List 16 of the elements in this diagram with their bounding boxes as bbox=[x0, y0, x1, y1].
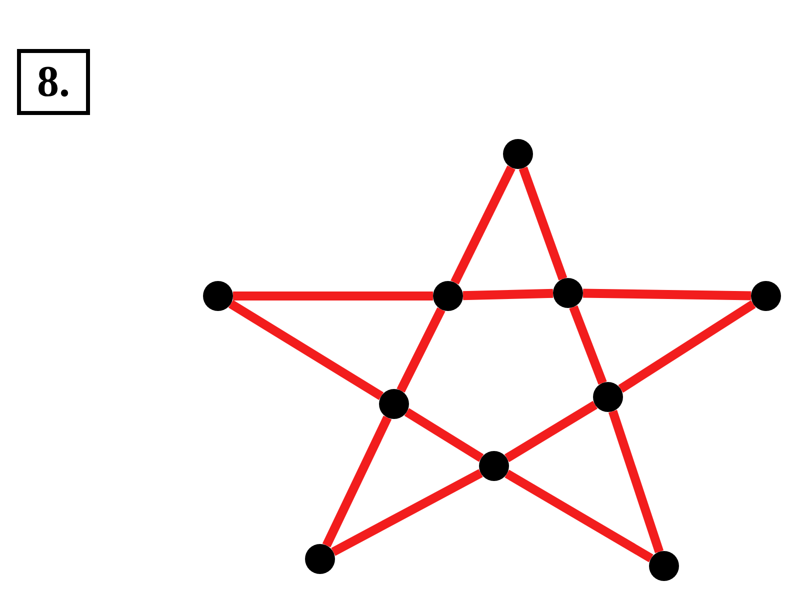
line-segment bbox=[331, 469, 483, 556]
line-segment bbox=[504, 470, 654, 562]
line-segment bbox=[569, 305, 607, 385]
problem-number: 8. bbox=[17, 49, 90, 115]
line-segment bbox=[518, 166, 568, 280]
line-segment bbox=[504, 400, 598, 462]
line-segment bbox=[608, 410, 664, 554]
line-segment bbox=[450, 165, 516, 285]
line-segment bbox=[322, 416, 392, 548]
line-segment bbox=[233, 292, 433, 300]
line-segment bbox=[462, 288, 554, 300]
line-segment bbox=[618, 300, 756, 393]
line-segment bbox=[404, 408, 484, 462]
line-segment bbox=[582, 288, 752, 300]
line-segment bbox=[228, 300, 384, 400]
line-segment bbox=[396, 307, 446, 393]
